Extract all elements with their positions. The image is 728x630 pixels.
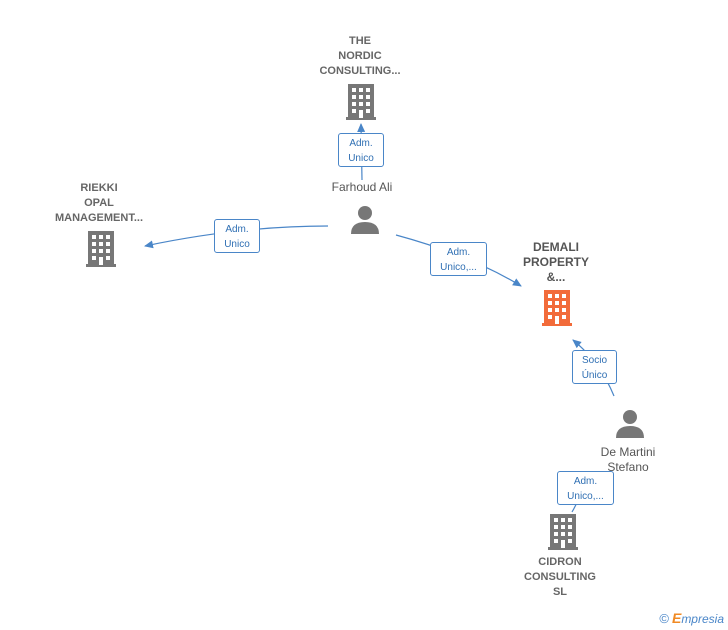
label-line: Farhoud Ali xyxy=(331,180,393,194)
edge-label-line: Adm. xyxy=(349,138,373,149)
edge-label-line: Unico xyxy=(224,239,250,250)
company-label-riekki[interactable]: RIEKKI OPAL MANAGEMENT... xyxy=(40,181,158,226)
person-label-farhoud[interactable]: Farhoud Ali xyxy=(312,180,412,195)
label-line: RIEKKI xyxy=(80,182,118,194)
edge-label-farhoud-nordic[interactable]: Adm. Unico xyxy=(338,133,384,167)
edge-label-line: Unico,... xyxy=(440,262,477,273)
label-line: &... xyxy=(546,270,566,284)
edge-label-farhoud-demali[interactable]: Adm. Unico,... xyxy=(430,242,487,276)
label-line: De Martini xyxy=(600,445,656,459)
label-line: DEMALI xyxy=(533,240,579,254)
brand-initial: E xyxy=(671,610,682,626)
edge-label-line: Unico,... xyxy=(567,491,604,502)
edge-label-line: Socio xyxy=(581,355,607,366)
company-label-nordic[interactable]: THE NORDIC CONSULTING... xyxy=(300,34,420,79)
edge-label-line: Único xyxy=(581,370,608,381)
copyright-symbol: © xyxy=(659,611,669,626)
label-line: PROPERTY xyxy=(522,255,589,269)
label-line: THE xyxy=(349,35,371,47)
building-icon[interactable] xyxy=(548,514,578,550)
label-line: MANAGEMENT... xyxy=(55,212,143,224)
edge-label-demartini-demali[interactable]: Socio Único xyxy=(572,350,617,384)
brand-watermark: ©Empresia xyxy=(659,610,724,626)
person-label-demartini[interactable]: De Martini Stefano xyxy=(578,445,678,475)
company-label-cidron[interactable]: CIDRON CONSULTING SL xyxy=(502,555,618,600)
label-line: Stefano xyxy=(607,460,649,474)
label-line: CONSULTING xyxy=(524,571,596,583)
company-label-demali[interactable]: DEMALI PROPERTY &... xyxy=(500,240,612,285)
label-line: NORDIC xyxy=(338,50,382,62)
label-line: CONSULTING... xyxy=(319,65,401,77)
brand-name: mpresia xyxy=(681,612,724,626)
edge-label-line: Adm. xyxy=(225,224,249,235)
person-icon[interactable] xyxy=(615,409,645,439)
building-icon[interactable] xyxy=(86,231,116,267)
edge-label-demartini-cidron[interactable]: Adm. Unico,... xyxy=(557,471,614,505)
edge-label-line: Unico xyxy=(348,153,374,164)
building-icon[interactable] xyxy=(346,84,376,120)
building-icon[interactable] xyxy=(542,290,572,326)
label-line: OPAL xyxy=(84,197,114,209)
edge-label-line: Adm. xyxy=(446,247,471,258)
label-line: CIDRON xyxy=(538,556,582,568)
edge-label-farhoud-riekki[interactable]: Adm. Unico xyxy=(214,219,260,253)
label-line: SL xyxy=(552,586,568,598)
edge-label-line: Adm. xyxy=(573,476,598,487)
person-icon[interactable] xyxy=(350,205,380,235)
